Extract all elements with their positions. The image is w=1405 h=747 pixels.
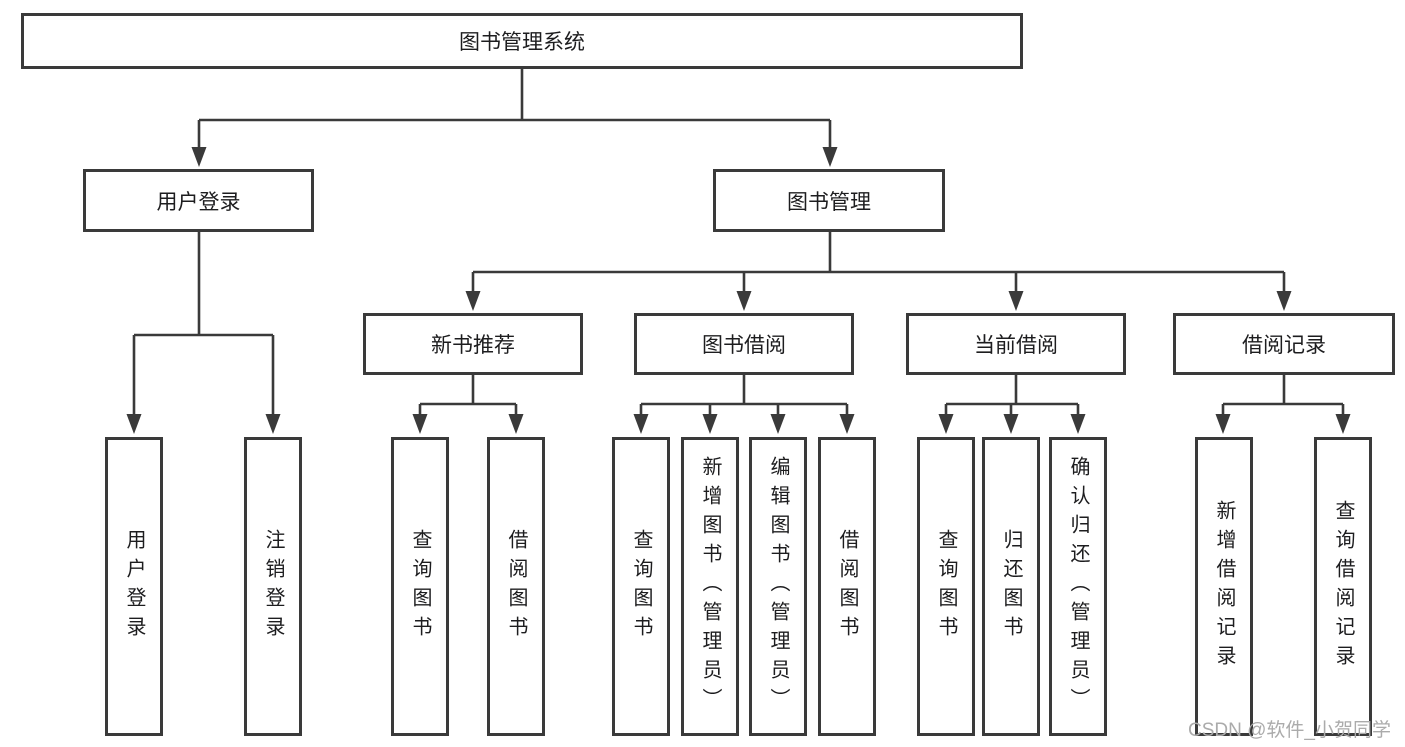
arrowhead	[736, 291, 752, 311]
connector-current-borrowing-children	[938, 375, 1086, 434]
connector-line	[944, 375, 1080, 416]
connector-line	[639, 375, 849, 416]
leaf-bb-query-books: 查询图书	[612, 437, 670, 736]
arrowhead	[770, 414, 786, 434]
arrowhead	[1008, 291, 1024, 311]
arrowhead	[839, 414, 855, 434]
arrowhead	[412, 414, 428, 434]
node-book-management: 图书管理	[713, 169, 945, 232]
leaf-bb-borrow-books: 借阅图书	[818, 437, 876, 736]
leaf-cb-return-books: 归还图书	[982, 437, 1040, 736]
connector-line	[197, 69, 832, 149]
arrowhead	[1276, 291, 1292, 311]
connector-new-book-recommend-children	[412, 375, 524, 434]
connector-line	[418, 375, 518, 416]
leaf-bb-add-books-admin: 新增图书（管理员）	[681, 437, 739, 736]
leaf-user-login: 用户登录	[105, 437, 163, 736]
leaf-nb-query-books: 查询图书	[391, 437, 449, 736]
arrowhead	[822, 147, 838, 167]
arrowhead	[1070, 414, 1086, 434]
connector-book-borrowing-children	[633, 375, 855, 434]
watermark-text: CSDN @软件_小贺同学	[1188, 720, 1391, 741]
arrowhead	[702, 414, 718, 434]
node-borrowing-records: 借阅记录	[1173, 313, 1395, 375]
connector-line	[471, 232, 1286, 293]
connector-line	[132, 232, 275, 416]
leaf-br-add-borrow-record: 新增借阅记录	[1195, 437, 1253, 736]
leaf-cb-confirm-return-admin: 确认归还（管理员）	[1049, 437, 1107, 736]
node-current-borrowing: 当前借阅	[906, 313, 1126, 375]
connector-borrowing-records-children	[1215, 375, 1351, 434]
arrowhead	[1335, 414, 1351, 434]
arrowhead	[191, 147, 207, 167]
leaf-cb-query-books: 查询图书	[917, 437, 975, 736]
connector-user-login-children	[126, 232, 281, 434]
leaf-nb-borrow-books: 借阅图书	[487, 437, 545, 736]
arrowhead	[633, 414, 649, 434]
arrowhead	[508, 414, 524, 434]
node-root: 图书管理系统	[21, 13, 1023, 69]
arrowhead	[126, 414, 142, 434]
node-new-book-recommend: 新书推荐	[363, 313, 583, 375]
arrowhead	[1003, 414, 1019, 434]
leaf-br-query-borrow-record: 查询借阅记录	[1314, 437, 1372, 736]
arrowhead	[465, 291, 481, 311]
arrowhead	[938, 414, 954, 434]
connector-book-management-children	[465, 232, 1292, 311]
connector-root-children	[191, 69, 838, 167]
leaf-logout-login: 注销登录	[244, 437, 302, 736]
node-user-login: 用户登录	[83, 169, 314, 232]
arrowhead	[265, 414, 281, 434]
node-book-borrowing: 图书借阅	[634, 313, 854, 375]
leaf-bb-edit-books-admin: 编辑图书（管理员）	[749, 437, 807, 736]
arrowhead	[1215, 414, 1231, 434]
connector-line	[1221, 375, 1345, 416]
